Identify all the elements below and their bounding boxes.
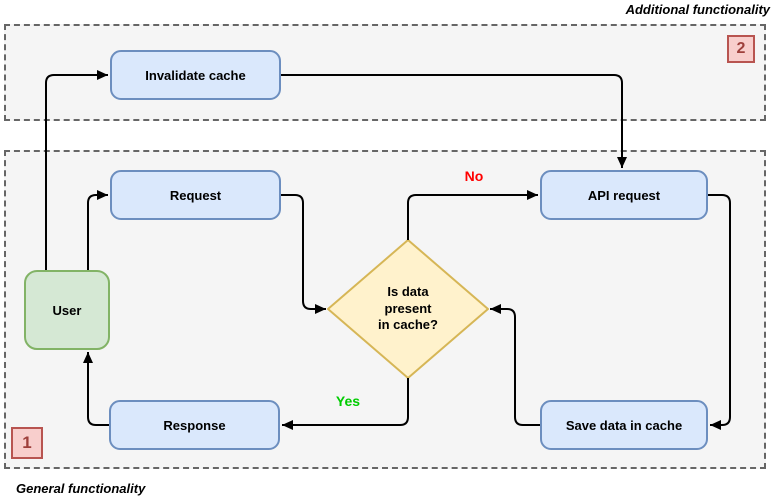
- edge-label-no: No: [464, 168, 484, 184]
- edge-save-data-to-decision: [490, 304, 540, 426]
- edge-decision-no-to-api-request: [407, 190, 538, 240]
- decision-line-2: present: [384, 300, 432, 316]
- edge-user-to-invalidate-cache: [45, 70, 108, 270]
- decision-line-3: in cache?: [378, 317, 438, 333]
- edge-api-request-to-save-data: [708, 194, 731, 430]
- edge-invalidate-cache-to-api-request: [281, 74, 627, 168]
- edge-decision-yes-to-response: [282, 378, 409, 430]
- edge-response-to-user: [83, 352, 109, 426]
- node-request: Request: [110, 170, 281, 220]
- node-save-data-in-cache-label: Save data in cache: [565, 417, 683, 433]
- node-request-label: Request: [169, 187, 222, 203]
- region-badge-1: 1: [11, 427, 43, 459]
- node-user-label: User: [52, 302, 82, 318]
- node-api-request-label: API request: [587, 187, 661, 203]
- edge-request-to-decision: [281, 194, 326, 314]
- node-api-request: API request: [540, 170, 708, 220]
- node-invalidate-cache: Invalidate cache: [110, 50, 281, 100]
- decision-line-1: Is data: [387, 283, 429, 299]
- node-save-data-in-cache: Save data in cache: [540, 400, 708, 450]
- additional-functionality-label: Additional functionality: [625, 2, 770, 17]
- node-response-label: Response: [163, 417, 226, 433]
- edge-label-yes: Yes: [335, 393, 361, 409]
- node-user: User: [24, 270, 110, 350]
- node-invalidate-cache-label: Invalidate cache: [145, 67, 246, 83]
- decision-diamond-label: Is data present in cache?: [348, 281, 468, 337]
- node-response: Response: [109, 400, 280, 450]
- region-badge-2: 2: [727, 35, 755, 63]
- edge-user-to-request: [87, 190, 108, 270]
- general-functionality-label: General functionality: [16, 481, 146, 496]
